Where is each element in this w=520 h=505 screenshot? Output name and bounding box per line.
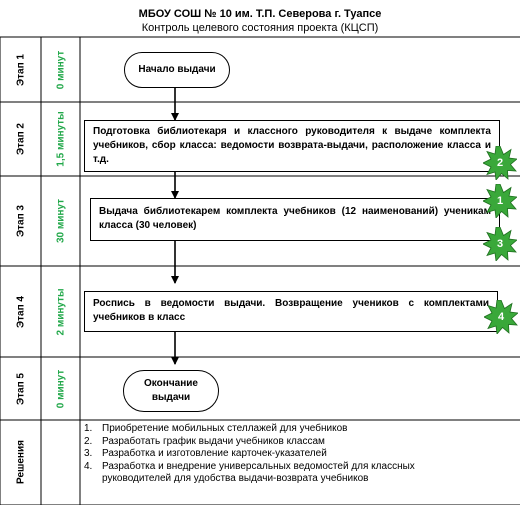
list-item: 3.Разработка и изготовление карточек-ука… [84, 448, 327, 459]
step3-node: Выдача библиотекарем комплекта учебников… [90, 198, 500, 241]
page-subtitle: Контроль целевого состояния проекта (КЦС… [141, 22, 379, 34]
step4-node: Роспись в ведомости выдачи. Возвращение … [84, 291, 498, 332]
page-title: МБОУ СОШ № 10 им. Т.П. Северова г. Туапс… [138, 8, 382, 20]
solutions-list: 1.Приобретение мобильных стеллажей для у… [84, 423, 432, 486]
list-item: 2.Разработать график выдачи учебников кл… [84, 435, 325, 447]
burst-marker: 1 [483, 184, 517, 218]
step2-node: Подготовка библиотекаря и классного руко… [84, 120, 500, 172]
list-item: 1.Приобретение мобильных стеллажей для у… [84, 423, 348, 434]
end-node: Окончание выдачи [123, 370, 219, 412]
burst-marker: 4 [484, 300, 518, 334]
list-item: 4.Разработка и внедрение универсальных в… [84, 460, 415, 485]
burst-marker: 3 [483, 227, 517, 261]
burst-marker: 2 [483, 146, 517, 180]
start-node: Начало выдачи [124, 52, 230, 88]
